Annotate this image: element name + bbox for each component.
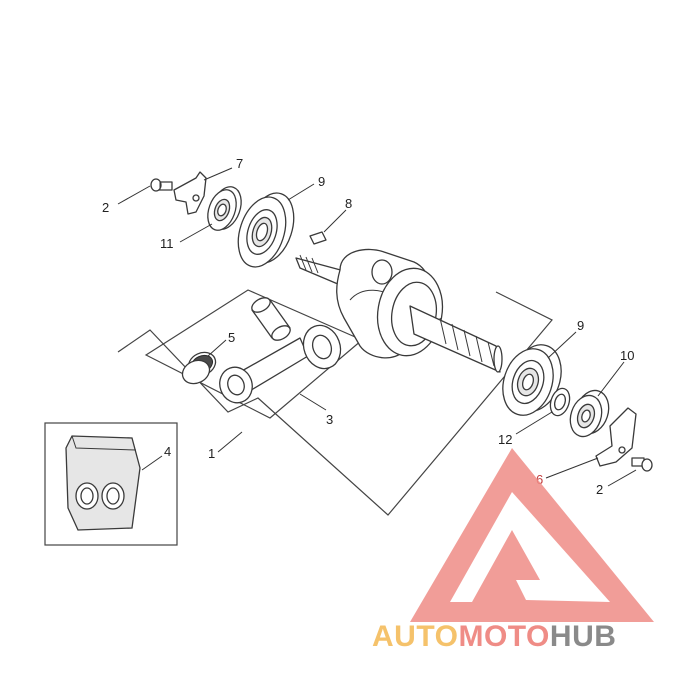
oil-seal-10 <box>569 389 610 438</box>
callout-5: 5 <box>228 330 235 345</box>
callout-10: 10 <box>620 348 634 363</box>
callout-2-left: 2 <box>102 200 109 215</box>
bearing-9-left <box>237 192 295 268</box>
screw-2-left <box>150 178 173 192</box>
leader-12 <box>515 411 553 435</box>
bearing-kit-box-4 <box>44 422 178 546</box>
leader-9a <box>287 183 315 201</box>
callout-1: 1 <box>208 446 215 461</box>
oil-seal-11 <box>207 186 242 231</box>
key-8 <box>309 231 327 245</box>
automotohub-logo-text: AUTOMOTOHUB <box>372 620 616 653</box>
retaining-plate-6 <box>595 407 637 467</box>
leader-4 <box>141 455 163 471</box>
callout-4: 4 <box>164 444 171 459</box>
leader-7 <box>203 167 233 181</box>
bearing-kit-4 <box>65 435 141 531</box>
callout-11: 11 <box>160 236 174 251</box>
crankshaft <box>295 248 503 373</box>
callout-2-right: 2 <box>596 482 603 497</box>
leader-2a <box>117 185 151 205</box>
callout-8: 8 <box>345 196 352 211</box>
callout-7: 7 <box>236 156 243 171</box>
screw-2-right <box>631 457 653 472</box>
logo-text-auto: AUTO <box>372 620 458 653</box>
leader-2b <box>607 469 637 487</box>
callout-6: 6 <box>536 472 543 487</box>
retaining-plate-7 <box>173 171 207 215</box>
callout-12: 12 <box>498 432 512 447</box>
bearing-9-right <box>502 344 562 416</box>
leader-11 <box>179 223 213 243</box>
callout-9-right: 9 <box>577 318 584 333</box>
callout-3: 3 <box>326 412 333 427</box>
leader-10 <box>597 361 625 397</box>
leader-6 <box>545 457 599 479</box>
assembly-frame-1 <box>117 291 553 516</box>
leader-1 <box>217 431 243 453</box>
leader-8 <box>323 209 347 233</box>
piston-pin <box>251 297 291 341</box>
needle-bearing-5 <box>181 351 217 385</box>
connecting-rod-3 <box>219 324 342 404</box>
ring-12 <box>549 387 571 417</box>
logo-text-moto: MOTO <box>458 620 549 653</box>
leader-9b <box>547 331 577 359</box>
logo-text-hub: HUB <box>550 620 617 653</box>
leader-3 <box>299 393 327 411</box>
leader-5 <box>207 339 227 357</box>
logo-triangle <box>410 448 654 622</box>
callout-9-left: 9 <box>318 174 325 189</box>
automotohub-logo-graphic <box>410 448 654 622</box>
